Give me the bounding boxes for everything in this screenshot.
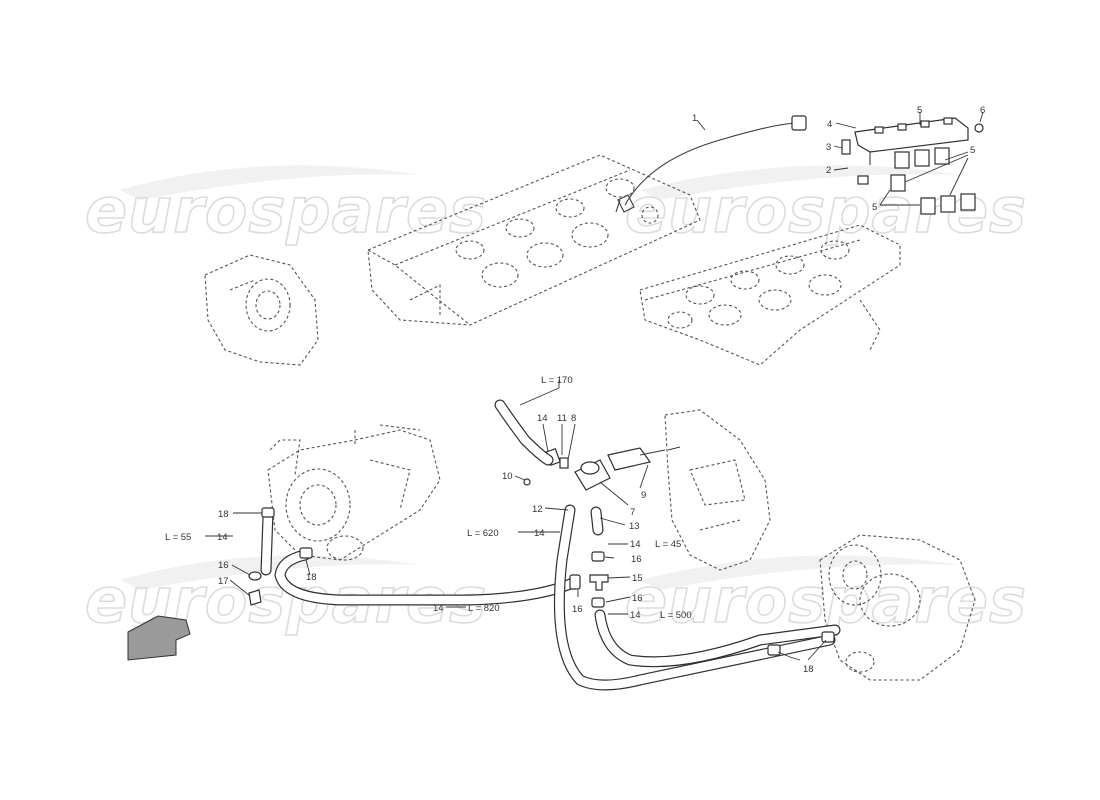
callout-14-c: 14 (630, 539, 641, 550)
callout-9: 9 (641, 490, 646, 501)
cylinder-head-right (639, 224, 901, 366)
valve-assembly (523, 446, 681, 491)
callout-5c: 5 (872, 202, 877, 213)
sensor-harness (615, 115, 807, 213)
front-direction-arrow (127, 615, 191, 661)
throttle-body (204, 254, 319, 366)
watermark-bottom-right: eurospares (625, 564, 1027, 637)
watermark-top-left: eurospares (85, 174, 487, 247)
callout-15: 15 (632, 573, 643, 584)
callout-1: 1 (692, 113, 697, 124)
callout-l55: L = 55 (165, 532, 191, 543)
callout-l170: L = 170 (541, 375, 573, 386)
callout-16-a: 16 (631, 554, 642, 565)
callout-7: 7 (630, 507, 635, 518)
intake-plenum (664, 409, 771, 571)
callout-14-d: 14 (630, 610, 641, 621)
callout-16-c: 16 (572, 604, 583, 615)
callout-l500: L = 500 (660, 610, 692, 621)
callout-16-d: 16 (218, 560, 229, 571)
callout-16-b: 16 (632, 593, 643, 604)
callout-5: 5 (917, 105, 922, 116)
callout-4: 4 (827, 119, 832, 130)
callout-8: 8 (571, 413, 576, 424)
callout-11: 11 (557, 413, 567, 424)
callout-2: 2 (826, 165, 831, 176)
watermark-group: eurospares eurospares eurospares eurospa… (84, 165, 1027, 638)
callout-14-f: 14 (217, 532, 228, 543)
callout-3: 3 (826, 142, 831, 153)
callout-l45: L = 45 (655, 539, 681, 550)
callout-18-b: 18 (306, 572, 317, 583)
relay-bracket (841, 117, 984, 215)
leader-lines (205, 111, 984, 661)
callout-5b: 5 (970, 145, 975, 156)
callout-l620: L = 620 (467, 528, 499, 539)
turbocharger (267, 424, 441, 561)
callout-14-e: 14 (433, 603, 444, 614)
callout-l820: L = 820 (468, 603, 500, 614)
callout-12: 12 (532, 504, 543, 515)
cylinder-head-left (367, 154, 701, 326)
callout-labels: 1 2 3 4 5 6 5 5 L = 170 14 11 8 10 7 9 1… (165, 105, 985, 675)
compressor-unit (819, 534, 976, 681)
callout-10: 10 (502, 471, 513, 482)
callout-18-a: 18 (218, 509, 229, 520)
callout-14-b: 14 (534, 528, 545, 539)
callout-13: 13 (629, 521, 640, 532)
callout-6: 6 (980, 105, 985, 116)
callout-17: 17 (218, 576, 229, 587)
hose-network (248, 399, 841, 691)
callout-14-a: 14 (537, 413, 548, 424)
callout-18-c: 18 (803, 664, 814, 675)
